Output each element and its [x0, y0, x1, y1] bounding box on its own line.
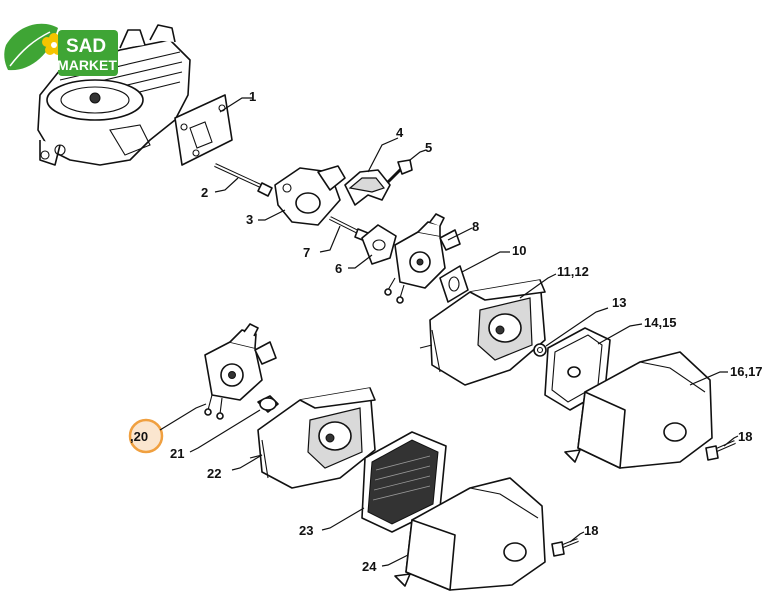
- callout-2: 2: [201, 185, 208, 200]
- part-10-gasket: 10: [439, 243, 526, 303]
- callout-3: 3: [246, 212, 253, 227]
- callout-16-17: 16,17: [730, 364, 763, 379]
- callout-18-top: 18: [738, 429, 752, 444]
- sad-market-logo: SAD MARKET: [4, 23, 118, 76]
- part-8-carburetor: 8: [384, 213, 479, 304]
- callout-24: 24: [362, 559, 377, 574]
- callout-20: ,20: [130, 429, 148, 444]
- callout-14-15: 14,15: [644, 315, 677, 330]
- part-21-fitting: 21: [170, 395, 279, 461]
- part-24-cover: 24: [362, 477, 546, 591]
- part-6-gasket: 6: [335, 224, 397, 276]
- callout-5: 5: [425, 140, 432, 155]
- part-2-bolt: 2: [201, 163, 273, 200]
- part-3-flange: 3: [246, 165, 346, 227]
- part-13-nut: 13: [533, 295, 626, 357]
- callout-23: 23: [299, 523, 313, 538]
- part-18-screw-top: 18: [705, 429, 752, 461]
- callout-21: 21: [170, 446, 184, 461]
- part-20-carburetor: [204, 323, 277, 420]
- callout-20-highlight: ,20: [128, 403, 207, 454]
- part-4-bracket: 4: [344, 125, 404, 206]
- callout-6: 6: [335, 261, 342, 276]
- part-1-gasket: 1: [174, 89, 256, 166]
- logo-text-top: SAD: [66, 36, 106, 57]
- callout-4: 4: [396, 125, 404, 140]
- callout-10: 10: [512, 243, 526, 258]
- part-18-screw-bottom: 18: [551, 523, 598, 557]
- callout-22: 22: [207, 466, 221, 481]
- part-22-housing: 22: [207, 387, 376, 489]
- callout-13: 13: [612, 295, 626, 310]
- callout-18-bottom: 18: [584, 523, 598, 538]
- part-7-screw: 7: [303, 216, 369, 260]
- callout-8: 8: [472, 219, 479, 234]
- callout-11-12: 11,12: [557, 264, 589, 279]
- part-23-filter: 23: [299, 431, 447, 538]
- logo-text-bottom: MARKET: [57, 57, 117, 73]
- part-5-screw: 5: [386, 140, 432, 184]
- callout-1: 1: [249, 89, 256, 104]
- part-11-12-housing: 11,12: [419, 264, 589, 386]
- part-16-17-cover: 16,17: [564, 351, 763, 469]
- callout-7: 7: [303, 245, 310, 260]
